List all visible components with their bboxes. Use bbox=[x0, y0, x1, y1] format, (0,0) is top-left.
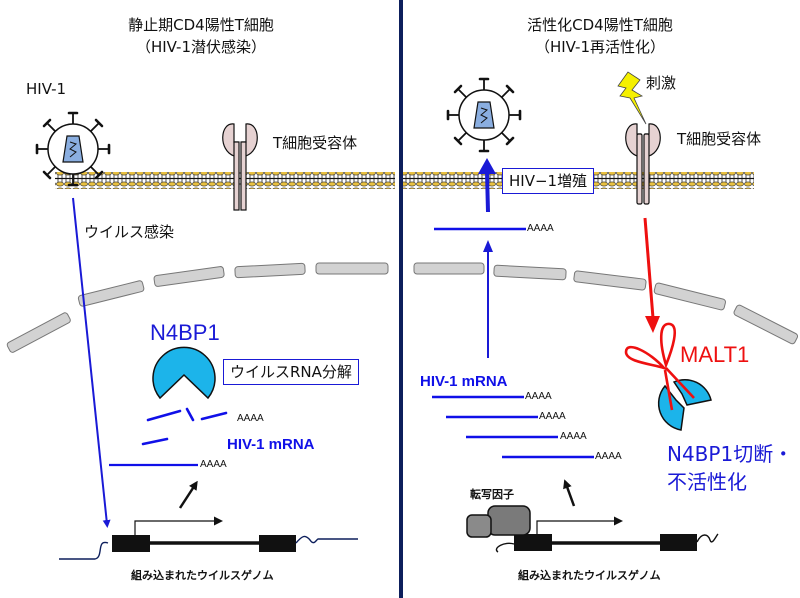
genome-label-right: 組み込まれたウイルスゲノム bbox=[518, 569, 661, 582]
polya-tail-right-2: AAAA bbox=[539, 411, 566, 422]
rna-degradation-box: ウイルスRNA分解 bbox=[223, 359, 359, 385]
transcription-factor-label: 転写因子 bbox=[470, 488, 514, 501]
replication-box: HIV−1増殖 bbox=[502, 168, 595, 194]
hiv-virus-label: HIV-1 bbox=[26, 80, 67, 98]
integrated-genome-right bbox=[495, 516, 719, 553]
n4bp1-label-left: N4BP1 bbox=[150, 320, 220, 345]
polya-tail-right-4: AAAA bbox=[595, 451, 622, 462]
signal-arrow-head bbox=[645, 316, 660, 333]
hiv-virus-icon-right bbox=[446, 77, 522, 153]
t-cell-receptor-icon-right bbox=[625, 123, 661, 205]
nuclear-envelope-left bbox=[6, 262, 389, 353]
infection-arrow bbox=[72, 197, 111, 528]
malt1-label: MALT1 bbox=[680, 342, 750, 367]
panel-divider bbox=[399, 0, 403, 598]
stimulus-lightning-icon bbox=[617, 71, 647, 125]
left-title-line2: （HIV-1潜伏感染） bbox=[135, 38, 267, 56]
infection-label: ウイルス感染 bbox=[84, 223, 175, 241]
right-title-line1: 活性化CD4陽性T細胞 bbox=[527, 16, 673, 34]
transcription-factor-icon bbox=[466, 505, 531, 538]
degraded-mrna-fragments bbox=[141, 407, 228, 446]
cleavage-label-line1: N4BP1切断・ bbox=[667, 442, 794, 466]
left-panel-title: 静止期CD4陽性T細胞 （HIV-1潜伏感染） bbox=[71, 14, 331, 58]
cleavage-label: N4BP1切断・ 不活性化 bbox=[667, 440, 793, 496]
cell-membrane-left bbox=[55, 172, 395, 189]
hiv-virus-icon-left bbox=[35, 111, 111, 187]
export-arrow-head bbox=[483, 240, 493, 252]
cleavage-label-line2: 不活性化 bbox=[667, 470, 747, 494]
mrna-strands-right bbox=[432, 227, 594, 459]
left-title-line1: 静止期CD4陽性T細胞 bbox=[128, 16, 274, 34]
replication-arrow bbox=[485, 171, 490, 213]
polya-tail-right-top: AAAA bbox=[527, 223, 554, 234]
genome-label-left: 組み込まれたウイルスゲノム bbox=[131, 569, 274, 582]
mrna-label-left: HIV-1 mRNA bbox=[227, 436, 315, 453]
mrna-label-right: HIV-1 mRNA bbox=[420, 373, 508, 390]
polya-tail-right-1: AAAA bbox=[525, 391, 552, 402]
polya-tail-right-3: AAAA bbox=[560, 431, 587, 442]
right-title-line2: （HIV-1再活性化） bbox=[534, 38, 666, 56]
nuclear-envelope-right bbox=[413, 262, 799, 345]
malt1-scissors-icon bbox=[624, 322, 695, 411]
receptor-label-right: T細胞受容体 bbox=[677, 130, 762, 148]
polya-tail-left: AAAA bbox=[200, 459, 227, 470]
n4bp1-protein-icon-left bbox=[152, 346, 216, 400]
receptor-label-left: T細胞受容体 bbox=[273, 134, 358, 152]
transcription-arrow-right bbox=[563, 479, 576, 507]
signal-arrow bbox=[643, 217, 655, 319]
transcription-arrow-left bbox=[178, 480, 198, 509]
t-cell-receptor-icon-left bbox=[222, 123, 258, 211]
polya-tail-fragment: AAAA bbox=[237, 413, 264, 424]
replication-arrow-head bbox=[478, 158, 496, 174]
stimulus-label: 刺激 bbox=[646, 74, 677, 92]
right-panel-title: 活性化CD4陽性T細胞 （HIV-1再活性化） bbox=[470, 14, 730, 58]
integrated-genome-left bbox=[59, 516, 358, 560]
